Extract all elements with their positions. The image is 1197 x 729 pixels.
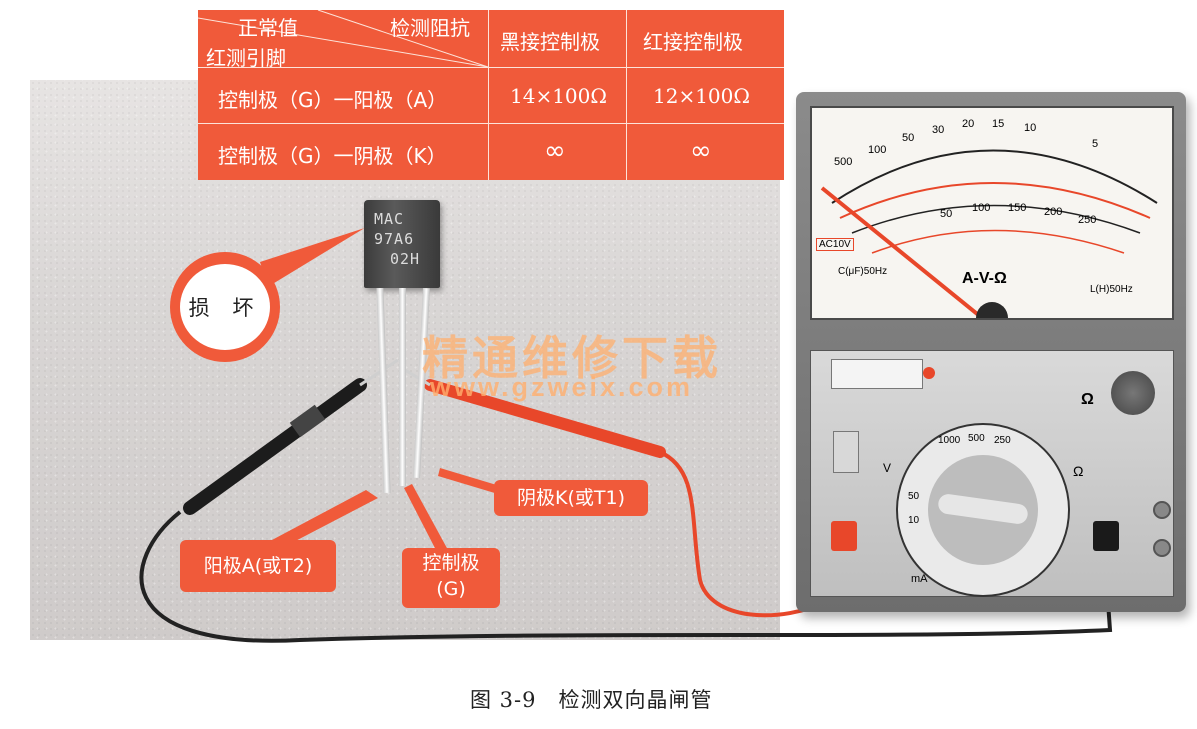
scale-30: 30 [932, 124, 945, 136]
row1-value2: 12×100Ω [653, 84, 750, 108]
scale-500: 500 [834, 156, 853, 168]
ohm-symbol: Ω [1073, 463, 1084, 479]
needle [820, 186, 994, 328]
dial-1000: 1000 [938, 435, 961, 446]
red-cable [659, 450, 837, 618]
divider [198, 67, 784, 68]
selector-pointer [937, 492, 1029, 526]
watermark-text: 精通维修下载 [422, 331, 722, 385]
scale-title: A-V-Ω [962, 270, 1007, 287]
pointer-cathode [438, 468, 500, 494]
mid-scale-200: 200 [1044, 206, 1063, 218]
aux-jack-1[interactable] [1153, 501, 1171, 519]
header-top-left: 正常值 [238, 16, 298, 40]
display-window [831, 359, 923, 389]
divider [198, 123, 784, 124]
ma-label: mA [911, 573, 928, 585]
dial-250: 250 [994, 435, 1011, 446]
callout-gate-line1: 控制极 [422, 552, 480, 574]
header-col2: 红接控制极 [643, 30, 743, 54]
header-top-right: 检测阻抗 [390, 16, 470, 40]
black-cable [139, 510, 1113, 643]
needle-pivot [976, 302, 1008, 334]
mid-scale-100: 100 [972, 202, 991, 214]
row2-value2: ∞ [690, 136, 712, 166]
scale-10: 10 [1024, 122, 1037, 134]
capacitance-label: C(μF)50Hz [838, 266, 888, 277]
marking-line-2: 97A6 [374, 230, 415, 248]
hfe-socket[interactable] [833, 431, 859, 473]
badge-text: 损 坏 [180, 264, 270, 350]
scale-15: 15 [992, 118, 1005, 130]
leg-gate [399, 288, 406, 486]
range-selector[interactable]: 1000 500 250 50 10 [896, 423, 1070, 597]
scale-50: 50 [902, 132, 915, 144]
multimeter: 500 100 50 30 20 15 10 5 50 100 150 200 … [796, 92, 1186, 612]
ac-label: AC10V [816, 238, 854, 251]
row2-value1: ∞ [544, 136, 566, 166]
voltage-symbol: V [883, 461, 892, 475]
dial-50: 50 [908, 491, 920, 502]
dial-10: 10 [908, 515, 920, 526]
scale-20: 20 [962, 118, 975, 130]
ohm-adjust-symbol: Ω [1081, 391, 1094, 408]
divider [626, 10, 627, 180]
watermark-url: www.gzweix.com [430, 372, 694, 402]
pointer-anode [272, 490, 378, 548]
dial-500: 500 [968, 433, 985, 444]
measurement-table: 正常值 检测阻抗 红测引脚 黑接控制极 红接控制极 控制极（G）一阳极（A） 1… [198, 10, 784, 180]
marking-line-3: 02H [390, 250, 421, 268]
thyristor-body: MAC 97A6 02H [364, 200, 440, 288]
header-bottom-left: 红测引脚 [206, 46, 286, 70]
callout-gate-line2: (G) [436, 578, 466, 600]
row1-value1: 14×100Ω [510, 84, 607, 108]
mid-scale-50: 50 [940, 208, 953, 220]
zero-adjust-knob[interactable] [1111, 371, 1155, 415]
inductance-label: L(H)50Hz [1090, 284, 1133, 295]
aux-jack-2[interactable] [1153, 539, 1171, 557]
scale-100: 100 [868, 144, 887, 156]
black-probe [183, 358, 399, 515]
pointer-gate [404, 484, 448, 554]
header-col1: 黑接控制极 [500, 30, 600, 54]
callout-cathode: 阴极K(或T1) [494, 480, 648, 516]
callout-gate: 控制极 (G) [402, 548, 500, 608]
scale-5: 5 [1092, 138, 1099, 150]
figure-caption: 图 3-9 检测双向晶闸管 [470, 688, 713, 712]
common-jack[interactable] [1093, 521, 1119, 551]
row1-label: 控制极（G）一阳极（A） [218, 88, 448, 112]
meter-dial-face: 500 100 50 30 20 15 10 5 50 100 150 200 … [810, 106, 1174, 334]
indicator-light [923, 367, 935, 379]
marking-line-1: MAC [374, 210, 405, 228]
damaged-badge: 损 坏 [170, 252, 280, 362]
header-diagonals [198, 10, 489, 68]
callout-anode: 阳极A(或T2) [180, 540, 336, 592]
positive-jack[interactable] [831, 521, 857, 551]
selector-knob[interactable] [928, 455, 1038, 565]
divider [488, 10, 489, 180]
mid-scale-250: 250 [1078, 214, 1097, 226]
meter-control-panel: Ω 1000 500 250 50 10 V Ω mA [810, 350, 1174, 597]
row2-label: 控制极（G）一阴极（K） [218, 144, 447, 168]
mid-scale-150: 150 [1008, 202, 1027, 214]
